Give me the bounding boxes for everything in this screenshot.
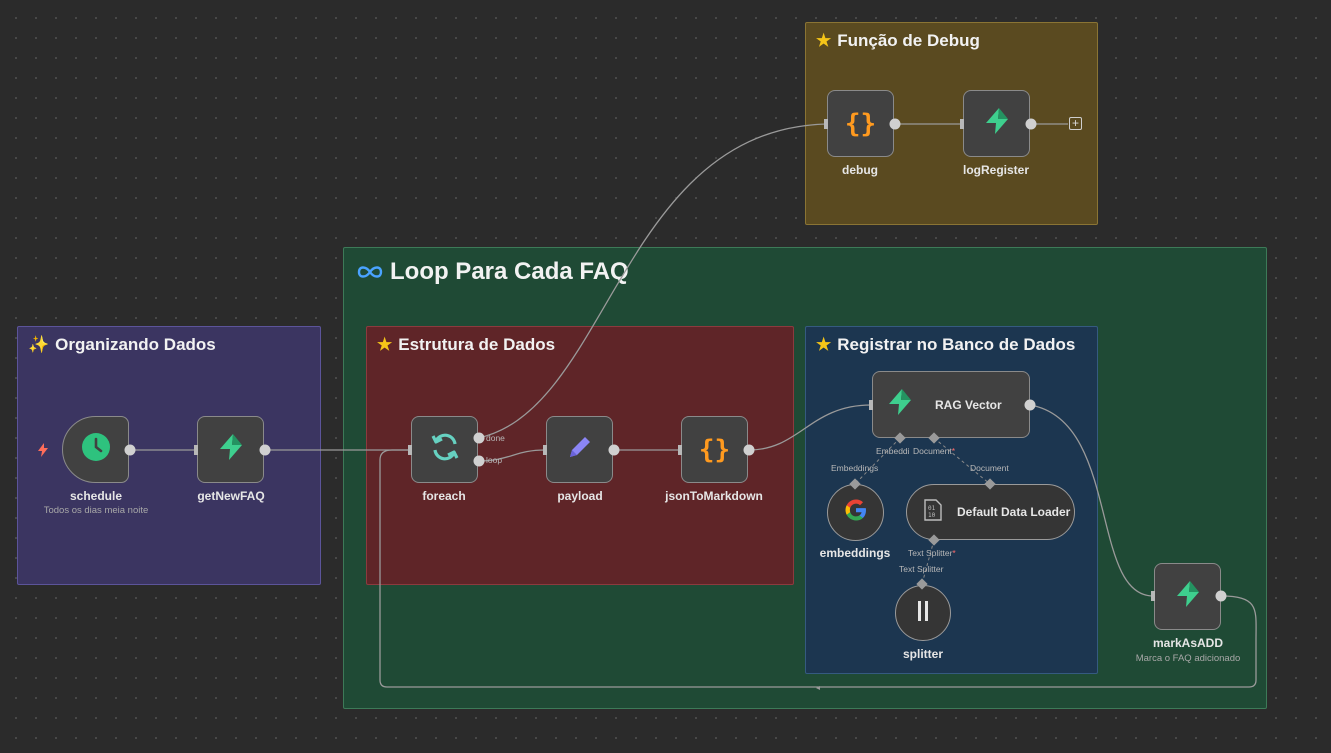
input-port	[869, 400, 873, 410]
clock-icon	[81, 432, 111, 467]
supabase-bolt-icon	[885, 387, 915, 422]
input-port	[194, 445, 198, 455]
wire-rag-markasadd	[1029, 404, 1154, 597]
sub-port	[984, 478, 996, 490]
splitter-port-label: Text Splitter	[899, 564, 944, 574]
input-port	[1151, 591, 1155, 601]
logregister-label: logRegister	[962, 163, 1030, 177]
markasadd-node[interactable]	[1154, 563, 1221, 630]
add-node-plus-icon[interactable]: +	[1069, 117, 1082, 130]
dataloader-port-label: Document	[970, 463, 1009, 473]
sticky-debug-title-text: Função de Debug	[837, 31, 980, 50]
input-port	[960, 119, 964, 129]
getnewfaq-label: getNewFAQ	[197, 489, 265, 503]
wire-document-dash	[933, 437, 991, 485]
output-port	[1024, 399, 1036, 411]
rag-vector-label: RAG Vector	[935, 397, 1002, 412]
sticky-structure-title: ★ Estrutura de Dados	[377, 335, 555, 355]
wire-splitter-dash	[921, 539, 935, 585]
schedule-node[interactable]	[62, 416, 129, 483]
input-port	[543, 445, 547, 455]
foreach-label: foreach	[422, 489, 466, 503]
pencil-icon	[565, 432, 595, 467]
payload-node[interactable]	[546, 416, 613, 483]
input-port	[824, 119, 828, 129]
star-icon: ★	[816, 31, 832, 50]
markasadd-label: markAsADD	[1152, 636, 1224, 650]
wire-json-rag	[748, 404, 872, 451]
output-port	[259, 444, 271, 456]
sticky-register-title-text: Registrar no Banco de Dados	[837, 335, 1076, 354]
supabase-bolt-icon	[1173, 579, 1203, 614]
sub-port	[928, 432, 940, 444]
star-icon: ★	[377, 335, 393, 354]
trigger-marker-icon	[37, 443, 49, 462]
rag-port-embedding-label: Embeddi	[876, 446, 910, 456]
output-port	[608, 444, 620, 456]
sticky-register-title: ★ Registrar no Banco de Dados	[816, 335, 1075, 355]
wire-loop-payload	[477, 449, 546, 462]
default-data-loader-label: Default Data Loader	[957, 505, 1071, 519]
output-port	[889, 118, 901, 130]
supabase-bolt-icon	[216, 432, 246, 467]
embeddings-node[interactable]	[827, 484, 884, 541]
output-port	[1025, 118, 1037, 130]
schedule-sub: Todos os dias meia noite	[43, 505, 149, 516]
split-bars-icon	[916, 600, 930, 627]
foreach-node[interactable]	[411, 416, 478, 483]
dataloader-text-splitter-port-label: Text Splitter*	[908, 548, 956, 558]
wire-embedding-dash	[854, 437, 901, 485]
markasadd-sub: Marca o FAQ adicionado	[1135, 653, 1241, 664]
output-port	[473, 432, 485, 444]
star-icon: ★	[816, 335, 832, 354]
sticky-organize-title-text: Organizando Dados	[55, 335, 216, 354]
output-port	[1215, 590, 1227, 602]
svg-text:01: 01	[928, 505, 936, 512]
debug-label: debug	[842, 163, 878, 177]
embeddings-port-label: Embeddings	[831, 463, 879, 473]
payload-label: payload	[557, 489, 603, 503]
google-logo-icon	[844, 498, 868, 527]
input-port	[678, 445, 682, 455]
sub-port	[928, 534, 940, 546]
wire-done-debug	[477, 123, 827, 439]
braces-icon: {}	[844, 108, 877, 139]
output-port	[743, 444, 755, 456]
wire-markasadd-foreach-loopback	[379, 449, 1257, 688]
infinity-icon	[356, 264, 384, 280]
sparkles-icon: ✨	[28, 335, 50, 354]
jsontomarkdown-node[interactable]: {}	[681, 416, 748, 483]
supabase-bolt-icon	[982, 106, 1012, 141]
embeddings-label: embeddings	[819, 546, 891, 560]
sticky-loop-title: Loop Para Cada FAQ	[356, 258, 629, 286]
rag-port-document-label: Document*	[913, 446, 956, 456]
jsontomarkdown-label: jsonToMarkdown	[665, 489, 763, 503]
output-port	[124, 444, 136, 456]
input-port	[408, 445, 412, 455]
foreach-output-loop-label: loop	[486, 455, 503, 465]
sub-port	[894, 432, 906, 444]
splitter-label: splitter	[902, 647, 944, 661]
sticky-loop-title-text: Loop Para Cada FAQ	[390, 258, 629, 285]
sticky-structure-title-text: Estrutura de Dados	[398, 335, 556, 354]
schedule-label: schedule	[69, 489, 123, 503]
braces-icon: {}	[698, 434, 731, 465]
foreach-output-done-label: done	[486, 433, 505, 443]
svg-text:10: 10	[928, 512, 936, 519]
output-port	[473, 455, 485, 467]
sticky-organize-title: ✨ Organizando Dados	[28, 335, 216, 355]
sticky-debug-title: ★ Função de Debug	[816, 31, 980, 51]
sub-port	[916, 578, 928, 590]
sub-port	[849, 478, 861, 490]
refresh-icon	[429, 431, 461, 468]
